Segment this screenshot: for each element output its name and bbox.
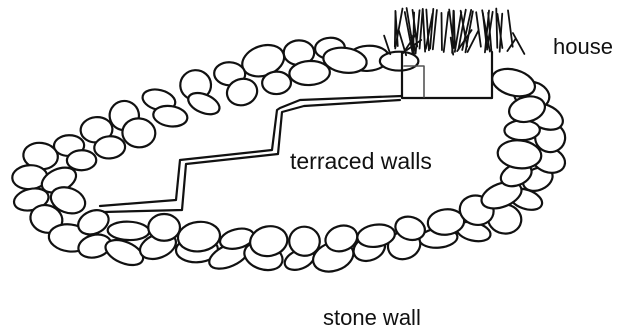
thatch-stroke [444, 12, 449, 52]
thatch-stroke [513, 33, 524, 54]
inner-stone-8 [67, 150, 97, 170]
thatch-stroke [508, 10, 513, 46]
house-label: house [553, 34, 613, 60]
thatch-stroke [420, 9, 423, 48]
inner-stone-12 [107, 221, 149, 241]
inner-stone-13 [148, 214, 180, 241]
inner-stone-5 [152, 104, 189, 129]
inner-stone-7 [94, 135, 126, 159]
stone-wall-label: stone wall [323, 305, 421, 331]
thatch-stroke [423, 9, 425, 52]
inner-stone-2 [262, 71, 292, 94]
thatch-stroke [454, 11, 455, 48]
inner-stone-6 [121, 117, 156, 149]
terraced-walls-label: terraced walls [290, 148, 432, 175]
thatched-roof [384, 8, 524, 55]
outer-stone-2 [380, 52, 419, 71]
